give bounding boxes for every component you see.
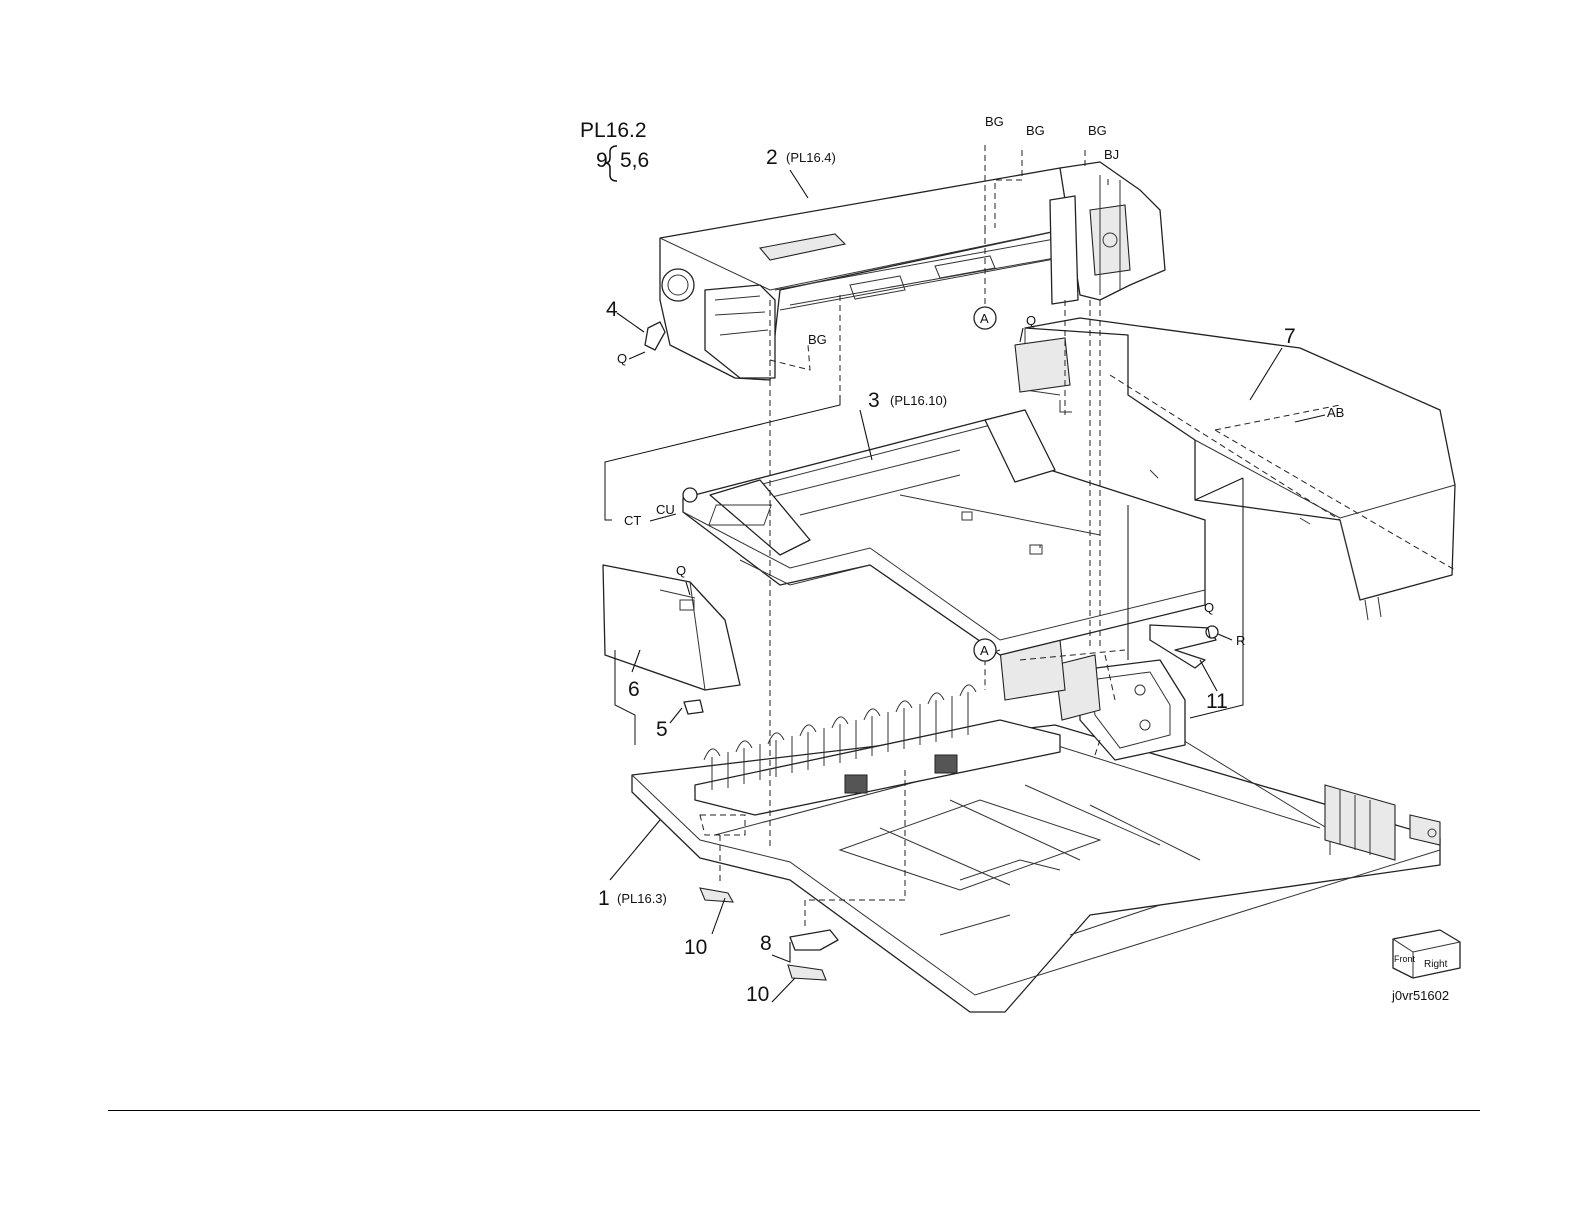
part-4-number: 4 <box>606 298 618 321</box>
figure-id: j0vr51602 <box>1391 988 1449 1003</box>
fastener-q-rear: Q <box>1026 313 1036 328</box>
fastener-bg-3: BG <box>1088 123 1107 138</box>
orientation-cube: Front Right <box>1393 930 1460 978</box>
part-1-number: 1 <box>598 887 610 910</box>
fastener-q-lever: Q <box>1204 600 1214 615</box>
part-10-number-left: 10 <box>684 936 707 959</box>
connector-a-lower-label: A <box>980 643 989 658</box>
fastener-r: R <box>1236 633 1245 648</box>
part-3-document-tray <box>683 410 1205 655</box>
part-8-piece <box>790 930 838 950</box>
fastener-q-cover: Q <box>676 563 686 578</box>
fastener-bg-4: BG <box>808 332 827 347</box>
plate-reference: PL16.2 <box>580 119 647 142</box>
part-10-pad-bottom <box>788 965 826 980</box>
part-6-number: 6 <box>628 678 640 701</box>
fastener-q-upper: Q <box>617 351 627 366</box>
fastener-ab: AB <box>1327 405 1344 420</box>
part-10-pad-left <box>700 888 733 902</box>
connector-a-upper-label: A <box>980 311 989 326</box>
part-7-number: 7 <box>1284 325 1296 348</box>
part-10-number-bottom: 10 <box>746 983 769 1006</box>
fastener-bg-2: BG <box>1026 123 1045 138</box>
part-3-ref: (PL16.10) <box>890 393 947 408</box>
page-divider-line <box>108 1110 1480 1111</box>
part-2-ref: (PL16.4) <box>786 150 836 165</box>
part-3-number: 3 <box>868 389 880 412</box>
part-8-number: 8 <box>760 932 772 955</box>
orientation-front: Front <box>1394 954 1416 964</box>
fastener-bg-1: BG <box>985 114 1004 129</box>
fastener-ct: CT <box>624 513 641 528</box>
part-5-piece <box>684 700 703 714</box>
part-1-base-tray <box>632 640 1440 1012</box>
kit-number: 9 <box>596 149 608 172</box>
fastener-bj: BJ <box>1104 147 1119 162</box>
part-4-lever <box>645 322 665 350</box>
part-6-side-cover <box>603 565 740 690</box>
fastener-cu: CU <box>656 502 675 517</box>
part-5-number: 5 <box>656 718 668 741</box>
part-2-feeder-assembly <box>660 162 1165 380</box>
orientation-right: Right <box>1424 959 1448 970</box>
kit-parts: 5,6 <box>620 149 649 172</box>
part-2-number: 2 <box>766 146 778 169</box>
part-1-ref: (PL16.3) <box>617 891 667 906</box>
part-11-number: 11 <box>1206 690 1228 713</box>
